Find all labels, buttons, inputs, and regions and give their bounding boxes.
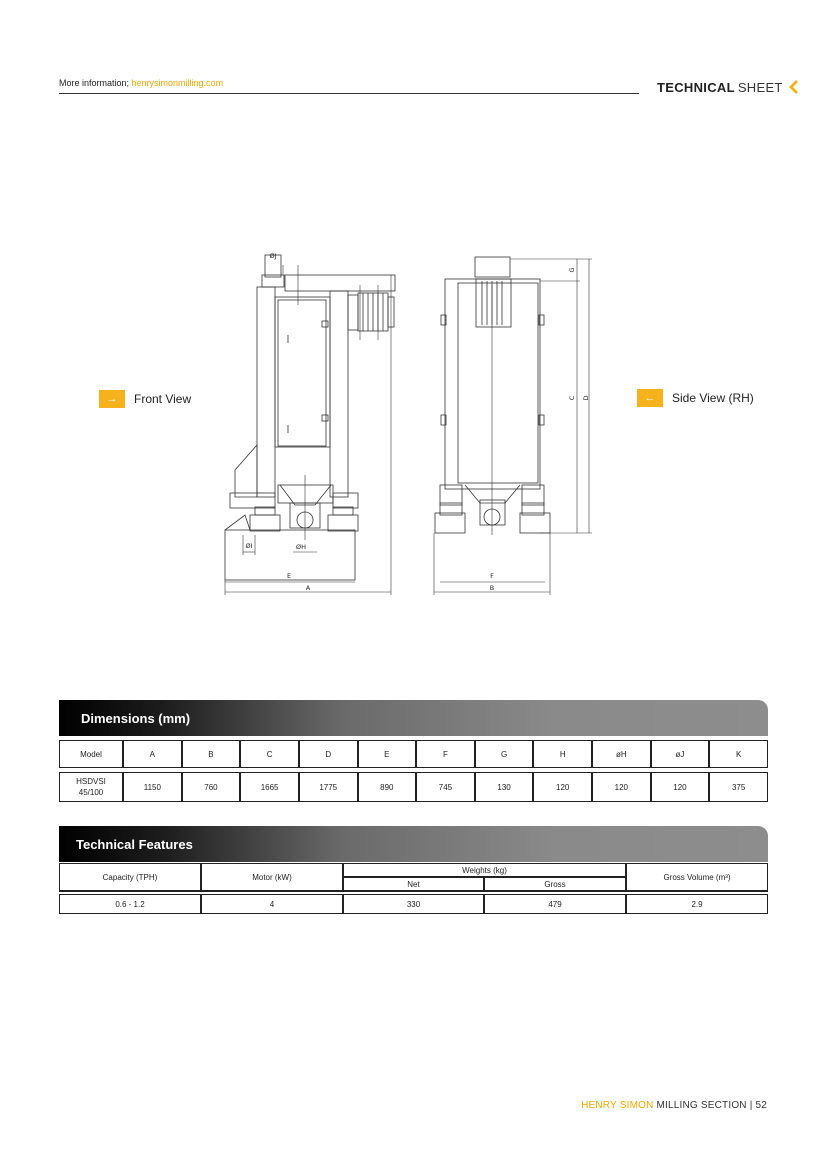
more-information: More information; henrysimonmilling.com xyxy=(59,78,223,88)
label-a: A xyxy=(306,584,311,592)
footer-brand: HENRY SIMON xyxy=(581,1100,654,1111)
gross-volume-header: Gross Volume (m³) xyxy=(626,863,769,892)
model-line-1: HSDVSI xyxy=(76,777,106,786)
header-divider xyxy=(59,93,639,94)
label-b: B xyxy=(490,584,494,592)
dimensions-header-row: Model A B C D E F G H øH øJ K xyxy=(59,740,768,768)
value-cell: 375 xyxy=(709,772,768,802)
header-cell: E xyxy=(357,740,417,768)
logo-bold-text: TECHNICAL xyxy=(657,79,735,95)
header-cell: Model xyxy=(59,740,124,768)
label-e: E xyxy=(287,572,291,580)
value-cell: 120 xyxy=(533,772,593,802)
front-view-label: → Front View xyxy=(99,390,191,408)
side-view-label: ← Side View (RH) xyxy=(637,389,754,407)
model-line-2: 45/100 xyxy=(78,788,104,797)
value-cell: 120 xyxy=(592,772,651,802)
dimensions-header-table: Model A B C D E F G H øH øJ K xyxy=(59,740,768,768)
chevron-left-icon xyxy=(788,80,798,94)
gross-header: Gross xyxy=(484,877,627,892)
header-cell: F xyxy=(416,740,475,768)
label-d: D xyxy=(582,395,590,400)
value-cell: 1775 xyxy=(298,772,358,802)
header-cell: A xyxy=(123,740,182,768)
value-cell: 890 xyxy=(357,772,417,802)
net-header: Net xyxy=(343,877,484,892)
header-cell: G xyxy=(474,740,534,768)
header-cell: K xyxy=(709,740,768,768)
label-f: F xyxy=(490,572,494,580)
arrow-left-icon: ← xyxy=(637,389,663,407)
value-cell: 120 xyxy=(650,772,710,802)
header-cell: øH xyxy=(592,740,651,768)
technical-drawing: ØJ ØI ØH E A F B G C D xyxy=(224,252,592,595)
label-phi-h: ØH xyxy=(296,543,306,551)
capacity-header: Capacity (TPH) xyxy=(59,863,201,892)
header-cell: øJ xyxy=(650,740,710,768)
value-cell: 1150 xyxy=(123,772,182,802)
value-cell: 760 xyxy=(181,772,241,802)
label-phi-i: ØI xyxy=(245,542,252,550)
value-cell: 745 xyxy=(416,772,475,802)
header-cell: D xyxy=(298,740,358,768)
table-row: 0.6 - 1.2 4 330 479 2.9 xyxy=(59,894,768,914)
dimensions-title: Dimensions (mm) xyxy=(81,710,191,726)
features-header-table: Capacity (TPH) Motor (kW) Weights (kg) G… xyxy=(59,863,769,892)
technical-features-title: Technical Features xyxy=(76,836,193,852)
features-data-table: 0.6 - 1.2 4 330 479 2.9 xyxy=(59,894,768,914)
logo-light-text: SHEET xyxy=(737,79,783,95)
header-cell: B xyxy=(181,740,241,768)
gross-volume-value: 2.9 xyxy=(626,894,768,914)
side-view-text: Side View (RH) xyxy=(672,391,754,405)
net-weight-value: 330 xyxy=(343,894,484,914)
technical-features-section-header: Technical Features xyxy=(59,826,768,862)
motor-value: 4 xyxy=(201,894,343,914)
header-cell: C xyxy=(240,740,299,768)
arrow-right-icon: → xyxy=(99,390,125,408)
model-cell: HSDVSI 45/100 xyxy=(59,772,124,802)
value-cell: 130 xyxy=(474,772,534,802)
gross-weight-value: 479 xyxy=(484,894,626,914)
motor-header: Motor (kW) xyxy=(201,863,343,892)
more-information-label: More information; xyxy=(59,78,132,88)
dimensions-section-header: Dimensions (mm) xyxy=(59,700,768,736)
header-cell: H xyxy=(533,740,593,768)
dimensions-data-table: HSDVSI 45/100 1150 760 1665 1775 890 745… xyxy=(59,772,768,802)
label-phi-j: ØJ xyxy=(269,252,276,260)
page-footer: HENRY SIMON MILLING SECTION | 52 xyxy=(581,1100,767,1111)
label-c: C xyxy=(568,395,576,400)
label-g: G xyxy=(568,267,576,272)
weights-header: Weights (kg) xyxy=(343,863,627,877)
front-view-text: Front View xyxy=(134,392,192,406)
table-row: HSDVSI 45/100 1150 760 1665 1775 890 745… xyxy=(59,772,768,802)
value-cell: 1665 xyxy=(240,772,299,802)
website-link[interactable]: henrysimonmilling.com xyxy=(131,78,224,88)
footer-section: MILLING SECTION | 52 xyxy=(653,1100,767,1111)
capacity-value: 0.6 - 1.2 xyxy=(59,894,201,914)
